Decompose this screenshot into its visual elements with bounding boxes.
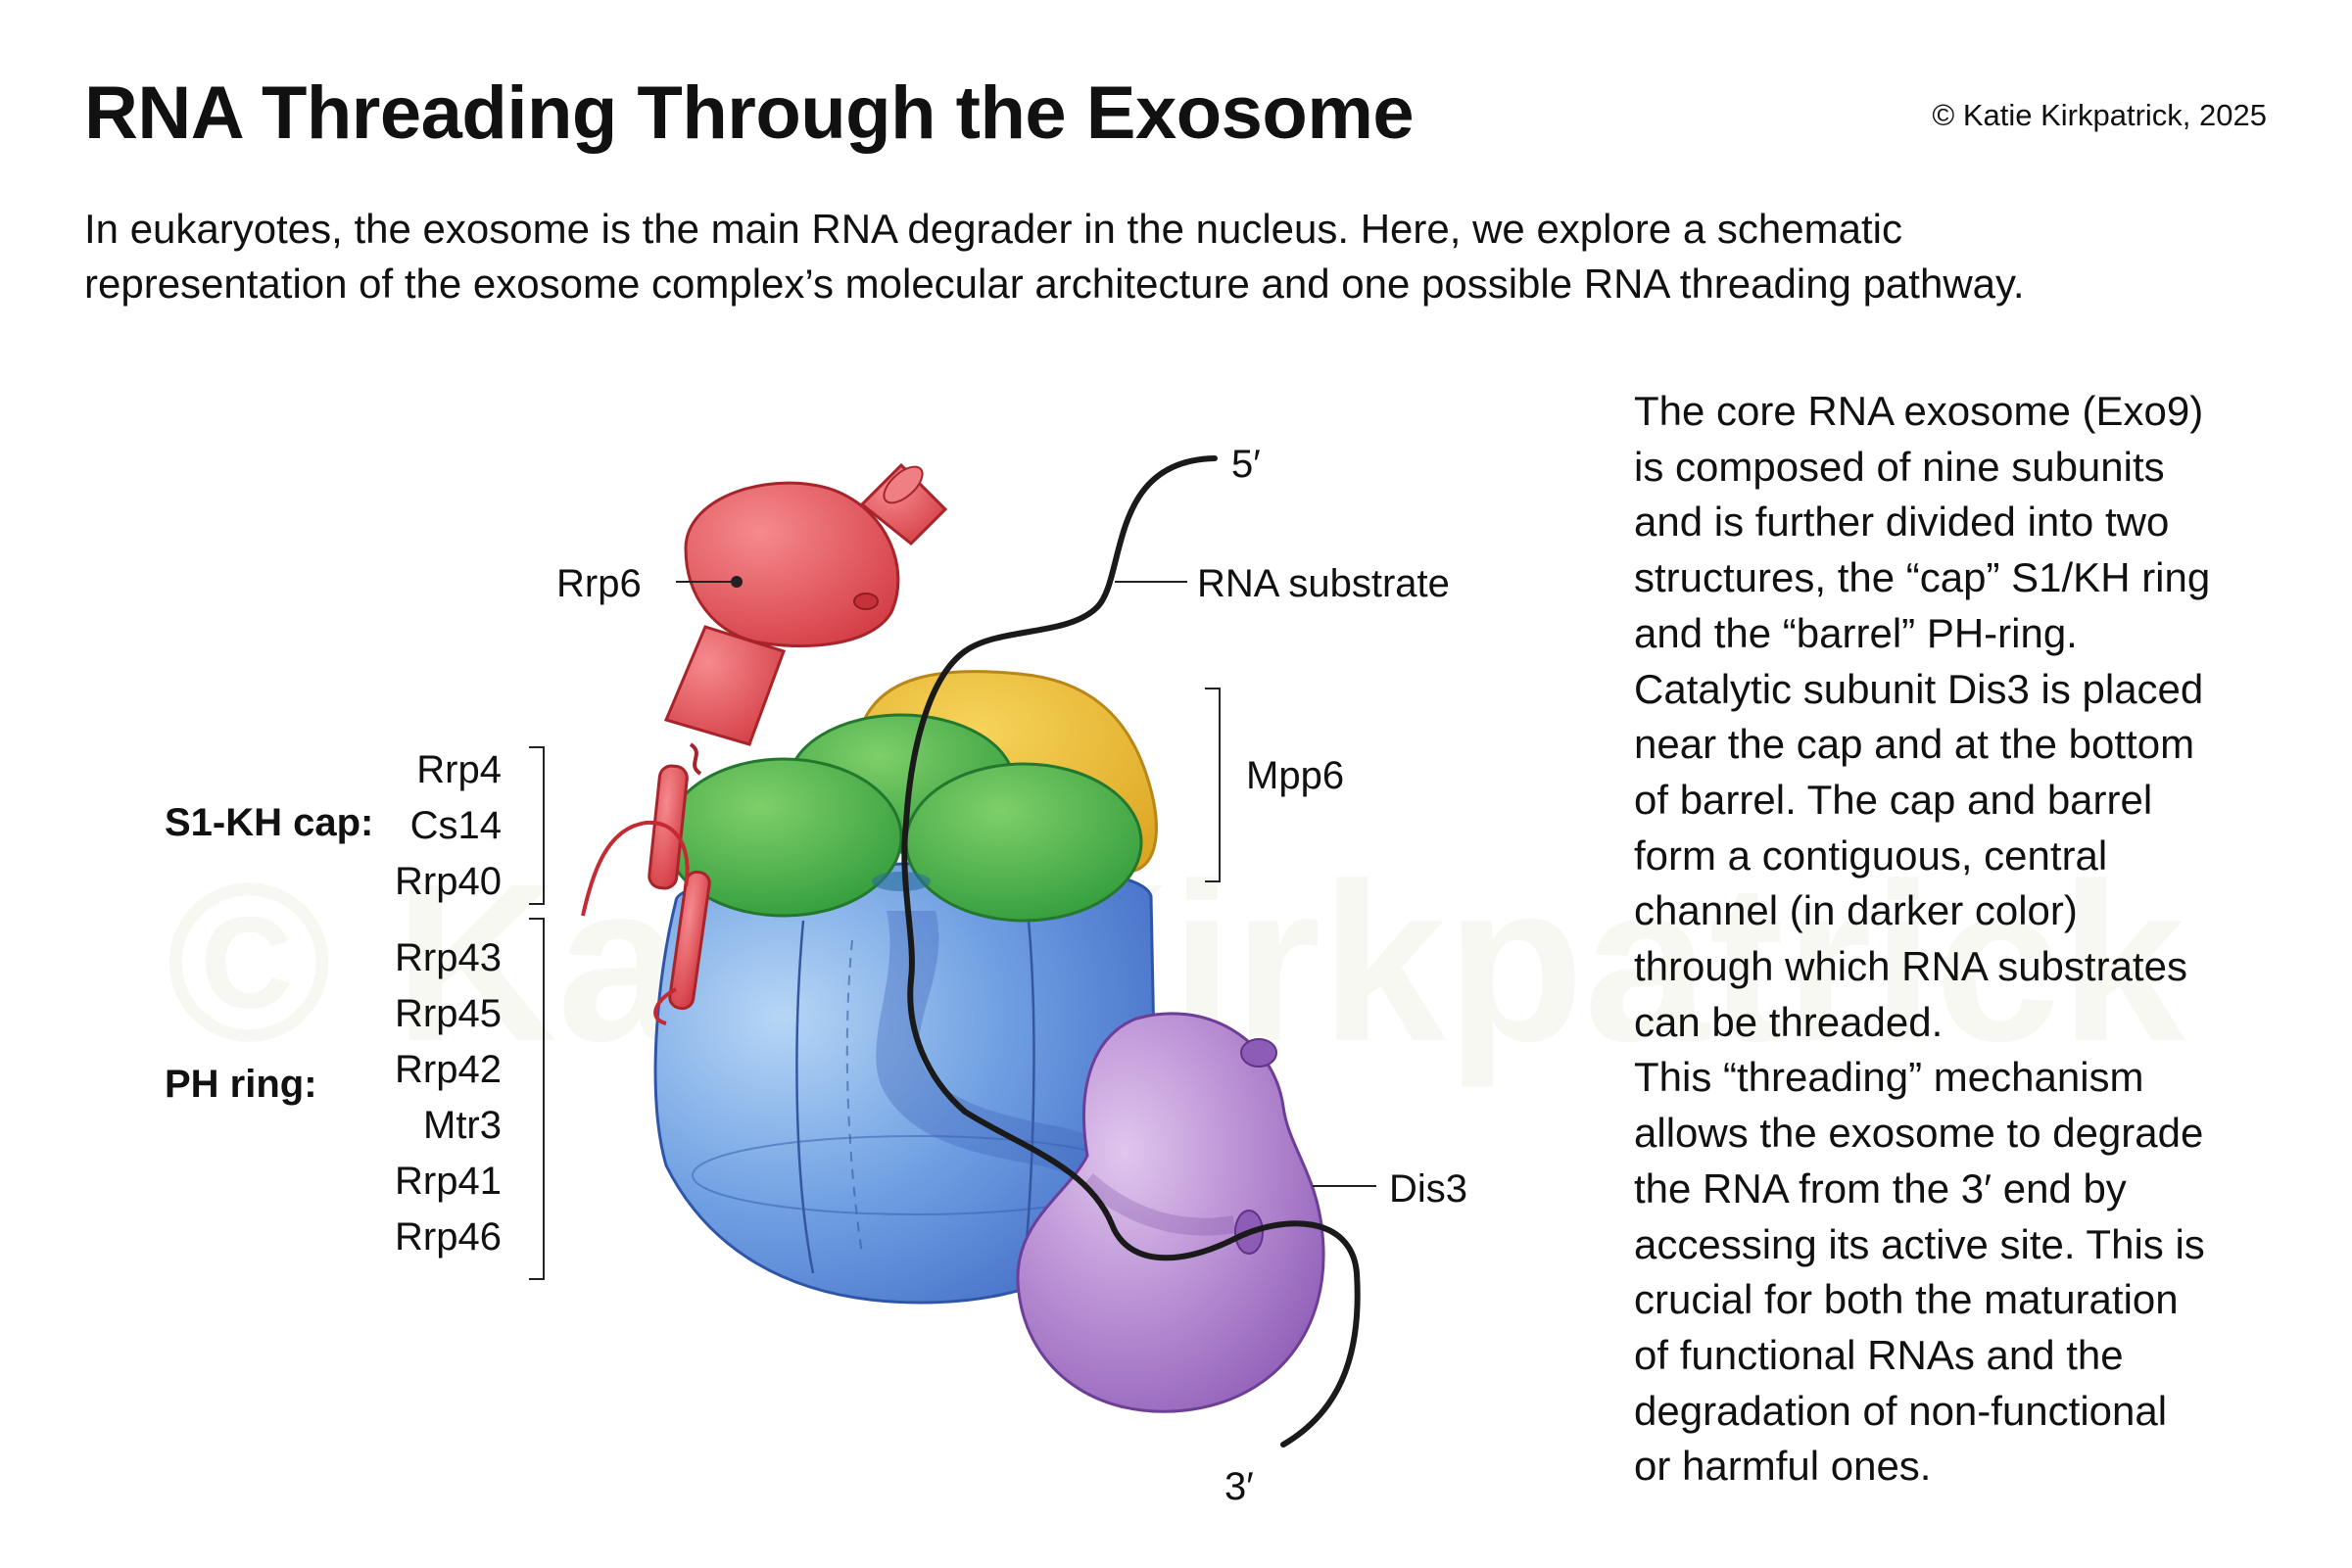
description-line: channel (in darker color) <box>1634 887 2078 934</box>
subunit-rrp40: Rrp40 <box>395 860 502 903</box>
description-line: The core RNA exosome (Exo9) <box>1634 388 2204 434</box>
label-dis3: Dis3 <box>1389 1167 1468 1211</box>
subunit-rrp41: Rrp41 <box>395 1160 502 1203</box>
description-line: This “threading” mechanism <box>1634 1054 2144 1101</box>
label-ph-ring: PH ring: <box>165 1063 317 1106</box>
description-line: of barrel. The cap and barrel <box>1634 776 2153 823</box>
description-line: form a contiguous, central <box>1634 832 2108 879</box>
description-line: and is further divided into two <box>1634 499 2170 546</box>
label-mpp6: Mpp6 <box>1246 754 1345 797</box>
subunit-rrp45: Rrp45 <box>395 992 502 1035</box>
subunit-cs14: Cs14 <box>409 804 502 847</box>
intro-paragraph: In eukaryotes, the exosome is the main R… <box>84 202 2337 311</box>
label-leaders <box>529 576 1376 1280</box>
description-line: can be threaded. <box>1634 998 1944 1045</box>
description-line: allows the exosome to degrade <box>1634 1110 2204 1157</box>
description-line: degradation of non-functional <box>1634 1387 2168 1434</box>
description-line: structures, the “cap” S1/KH ring <box>1634 554 2211 601</box>
s1kh-cap <box>664 713 1143 923</box>
description-line: of functional RNAs and the <box>1634 1331 2124 1378</box>
subunit-rrp42: Rrp42 <box>395 1048 502 1091</box>
label-rrp6: Rrp6 <box>556 562 642 605</box>
cap-subunit-list: Rrp4 Cs14 Rrp40 <box>353 742 502 910</box>
subunit-rrp4: Rrp4 <box>416 748 502 791</box>
label-5-prime: 5′ <box>1231 443 1261 486</box>
description-line: Catalytic subunit Dis3 is placed <box>1634 665 2204 712</box>
description-line: accessing its active site. This is <box>1634 1220 2205 1267</box>
label-s1kh-cap: S1-KH cap: <box>165 801 374 844</box>
description-line: and the “barrel” PH-ring. <box>1634 609 2078 656</box>
subunit-rrp43: Rrp43 <box>395 936 502 979</box>
description-line: crucial for both the maturation <box>1634 1276 2179 1323</box>
description-paragraph: The core RNA exosome (Exo9) is composed o… <box>1634 384 2320 1495</box>
description-line: near the cap and at the bottom <box>1634 721 2195 768</box>
description-line: is composed of nine subunits <box>1634 443 2165 490</box>
rrp6-shape <box>581 462 948 1025</box>
page-title: RNA Threading Through the Exosome <box>84 71 1415 155</box>
label-3-prime: 3′ <box>1224 1465 1254 1508</box>
intro-line: representation of the exosome complex’s … <box>84 261 2025 307</box>
description-line: or harmful ones. <box>1634 1443 1932 1490</box>
ph-subunit-list: Rrp43 Rrp45 Rrp42 Mtr3 Rrp41 Rrp46 <box>353 930 502 1265</box>
intro-line: In eukaryotes, the exosome is the main R… <box>84 206 1902 252</box>
description-line: through which RNA substrates <box>1634 943 2187 990</box>
label-rna-substrate: RNA substrate <box>1197 562 1450 605</box>
subunit-mtr3: Mtr3 <box>423 1104 502 1147</box>
subunit-rrp46: Rrp46 <box>395 1215 502 1259</box>
copyright-notice: © Katie Kirkpatrick, 2025 <box>1932 98 2267 132</box>
description-line: the RNA from the 3′ end by <box>1634 1164 2127 1212</box>
rna-strand <box>901 455 1361 1448</box>
